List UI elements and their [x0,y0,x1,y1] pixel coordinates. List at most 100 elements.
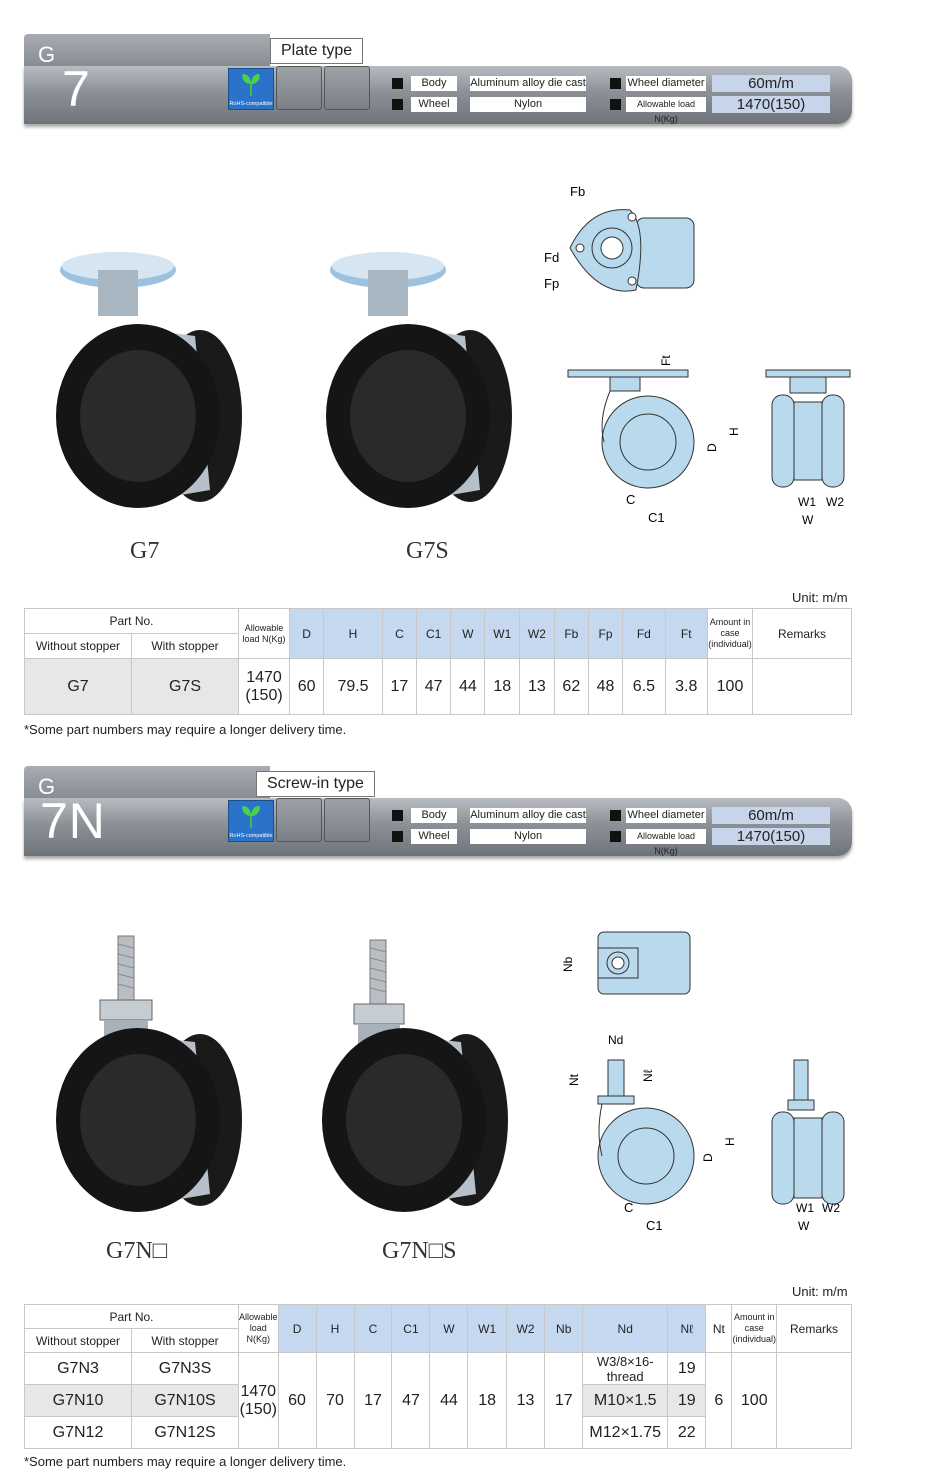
screw-top-view: Nb [561,931,691,995]
amount-value: 100 [731,1352,777,1449]
cell: 60 [277,1352,317,1449]
c1-label: C1 [646,1218,663,1233]
cell: 3.8 [664,658,709,715]
cell: 18 [467,1352,507,1449]
body-value: Aluminum alloy die cast [470,808,586,823]
type-label: Plate type [270,38,364,64]
caster-g7-image [56,252,242,508]
amount-value: 100 [707,658,753,715]
nd-label: Nd [608,1033,623,1047]
w1-label: W1 [796,1201,814,1215]
without-stopper-header: Without stopper [24,633,132,659]
remarks-value [776,1352,852,1449]
cell: 17 [544,1352,584,1449]
wheel-label: Wheel [411,97,457,112]
remarks-header: Remarks [776,1304,852,1353]
diameter-label: Wheel diameter [626,76,706,91]
col-header: Fd [622,608,666,659]
type-label: Screw-in type [256,771,375,797]
nl-value: 22 [667,1416,707,1449]
icon-slot [276,66,322,110]
table-row: G7 G7S 1470 (150) 60 79.5 17 47 44 18 13… [24,658,852,715]
spec-table-g7n: Part No. Allowable load N(Kg) D H C C1 W… [24,1304,852,1449]
icon-slot [276,798,322,842]
cell: 47 [416,658,452,715]
col-header: W [429,1304,469,1353]
bullet-square [610,78,621,89]
fp-label: Fp [544,276,559,291]
col-header: C1 [391,1304,431,1353]
bullet-square [392,810,403,821]
col-header: D [288,608,325,659]
side-view: Ft D H C C1 [567,355,741,525]
diameter-value: 60m/m [712,75,830,92]
w1-label: W1 [798,495,816,509]
series-letter: G [38,42,56,67]
h-label: H [723,1137,737,1146]
rohs-badge: RoHS-compatible [228,68,274,110]
nd-value: M12×1.75 [582,1416,669,1449]
col-header: Fp [587,608,624,659]
load-header: Allowable load N(Kg) [238,608,290,659]
w2-label: W2 [826,495,844,509]
amount-header: Amount in case (individual) [707,608,753,659]
w2-label: W2 [822,1201,840,1215]
nd-value: M10×1.5 [582,1384,669,1417]
front-view: W1 W2 W [765,369,851,527]
cell: 79.5 [323,658,383,715]
nl-label: Nℓ [641,1069,655,1082]
body-label: Body [411,808,457,823]
part-with: G7N12S [131,1416,239,1449]
bullet-square [610,831,621,842]
delivery-note: *Some part numbers may require a longer … [24,1454,347,1469]
with-stopper-header: With stopper [131,1328,239,1353]
cell: 62 [553,658,589,715]
cell: 70 [315,1352,355,1449]
c1-label: C1 [648,510,665,525]
w-label: W [802,513,814,527]
cell: 44 [429,1352,469,1449]
with-stopper-header: With stopper [131,633,239,659]
sprout-icon [242,74,260,96]
col-header: C [381,608,418,659]
icon-slot [324,798,370,842]
col-header: H [323,608,383,659]
d-label: D [705,443,719,452]
product-label-g7s: G7S [406,538,449,564]
nt-value: 6 [705,1352,733,1449]
cell: 17 [353,1352,393,1449]
cell: 13 [519,658,555,715]
col-header: H [315,1304,355,1353]
caster-g7n-image [56,935,242,1212]
load-value: 1470(150) [712,96,830,113]
cell: 6.5 [622,658,666,715]
cell: 48 [587,658,624,715]
load-label: Allowable load N(Kg) [626,97,706,124]
nt-label: Nt [567,1073,581,1086]
part-with: G7N3S [131,1352,239,1385]
load-value: 1470(150) [712,828,830,845]
remarks-value [752,658,852,715]
col-header: W2 [519,608,555,659]
col-header: W [450,608,486,659]
fb-label: Fb [570,184,585,199]
plate-top-view: Fb Fd Fp [544,184,695,292]
part-with: G7S [131,658,239,715]
c-label: C [626,492,635,507]
body-label: Body [411,76,457,91]
col-header: Nℓ [667,1304,707,1353]
fd-label: Fd [544,250,559,265]
nl-value: 19 [667,1352,707,1385]
technical-drawing-plate: Fb Fd Fp Ft D H C C1 W1 W2 W [544,184,851,527]
cell: 60 [288,658,325,715]
cell: 17 [381,658,418,715]
load-label: Allowable load N(Kg) [626,829,706,856]
product-label-g7ns: G7N□S [382,1238,457,1264]
part-no-header: Part No. [24,608,239,634]
table-row: G7N3 G7N3S 1470 (150) 60 70 17 47 44 18 … [24,1352,852,1449]
bullet-square [392,78,403,89]
col-header: Nd [582,1304,669,1353]
nb-label: Nb [561,956,575,972]
caster-g7s-image [326,252,512,508]
bullet-square [392,831,403,842]
